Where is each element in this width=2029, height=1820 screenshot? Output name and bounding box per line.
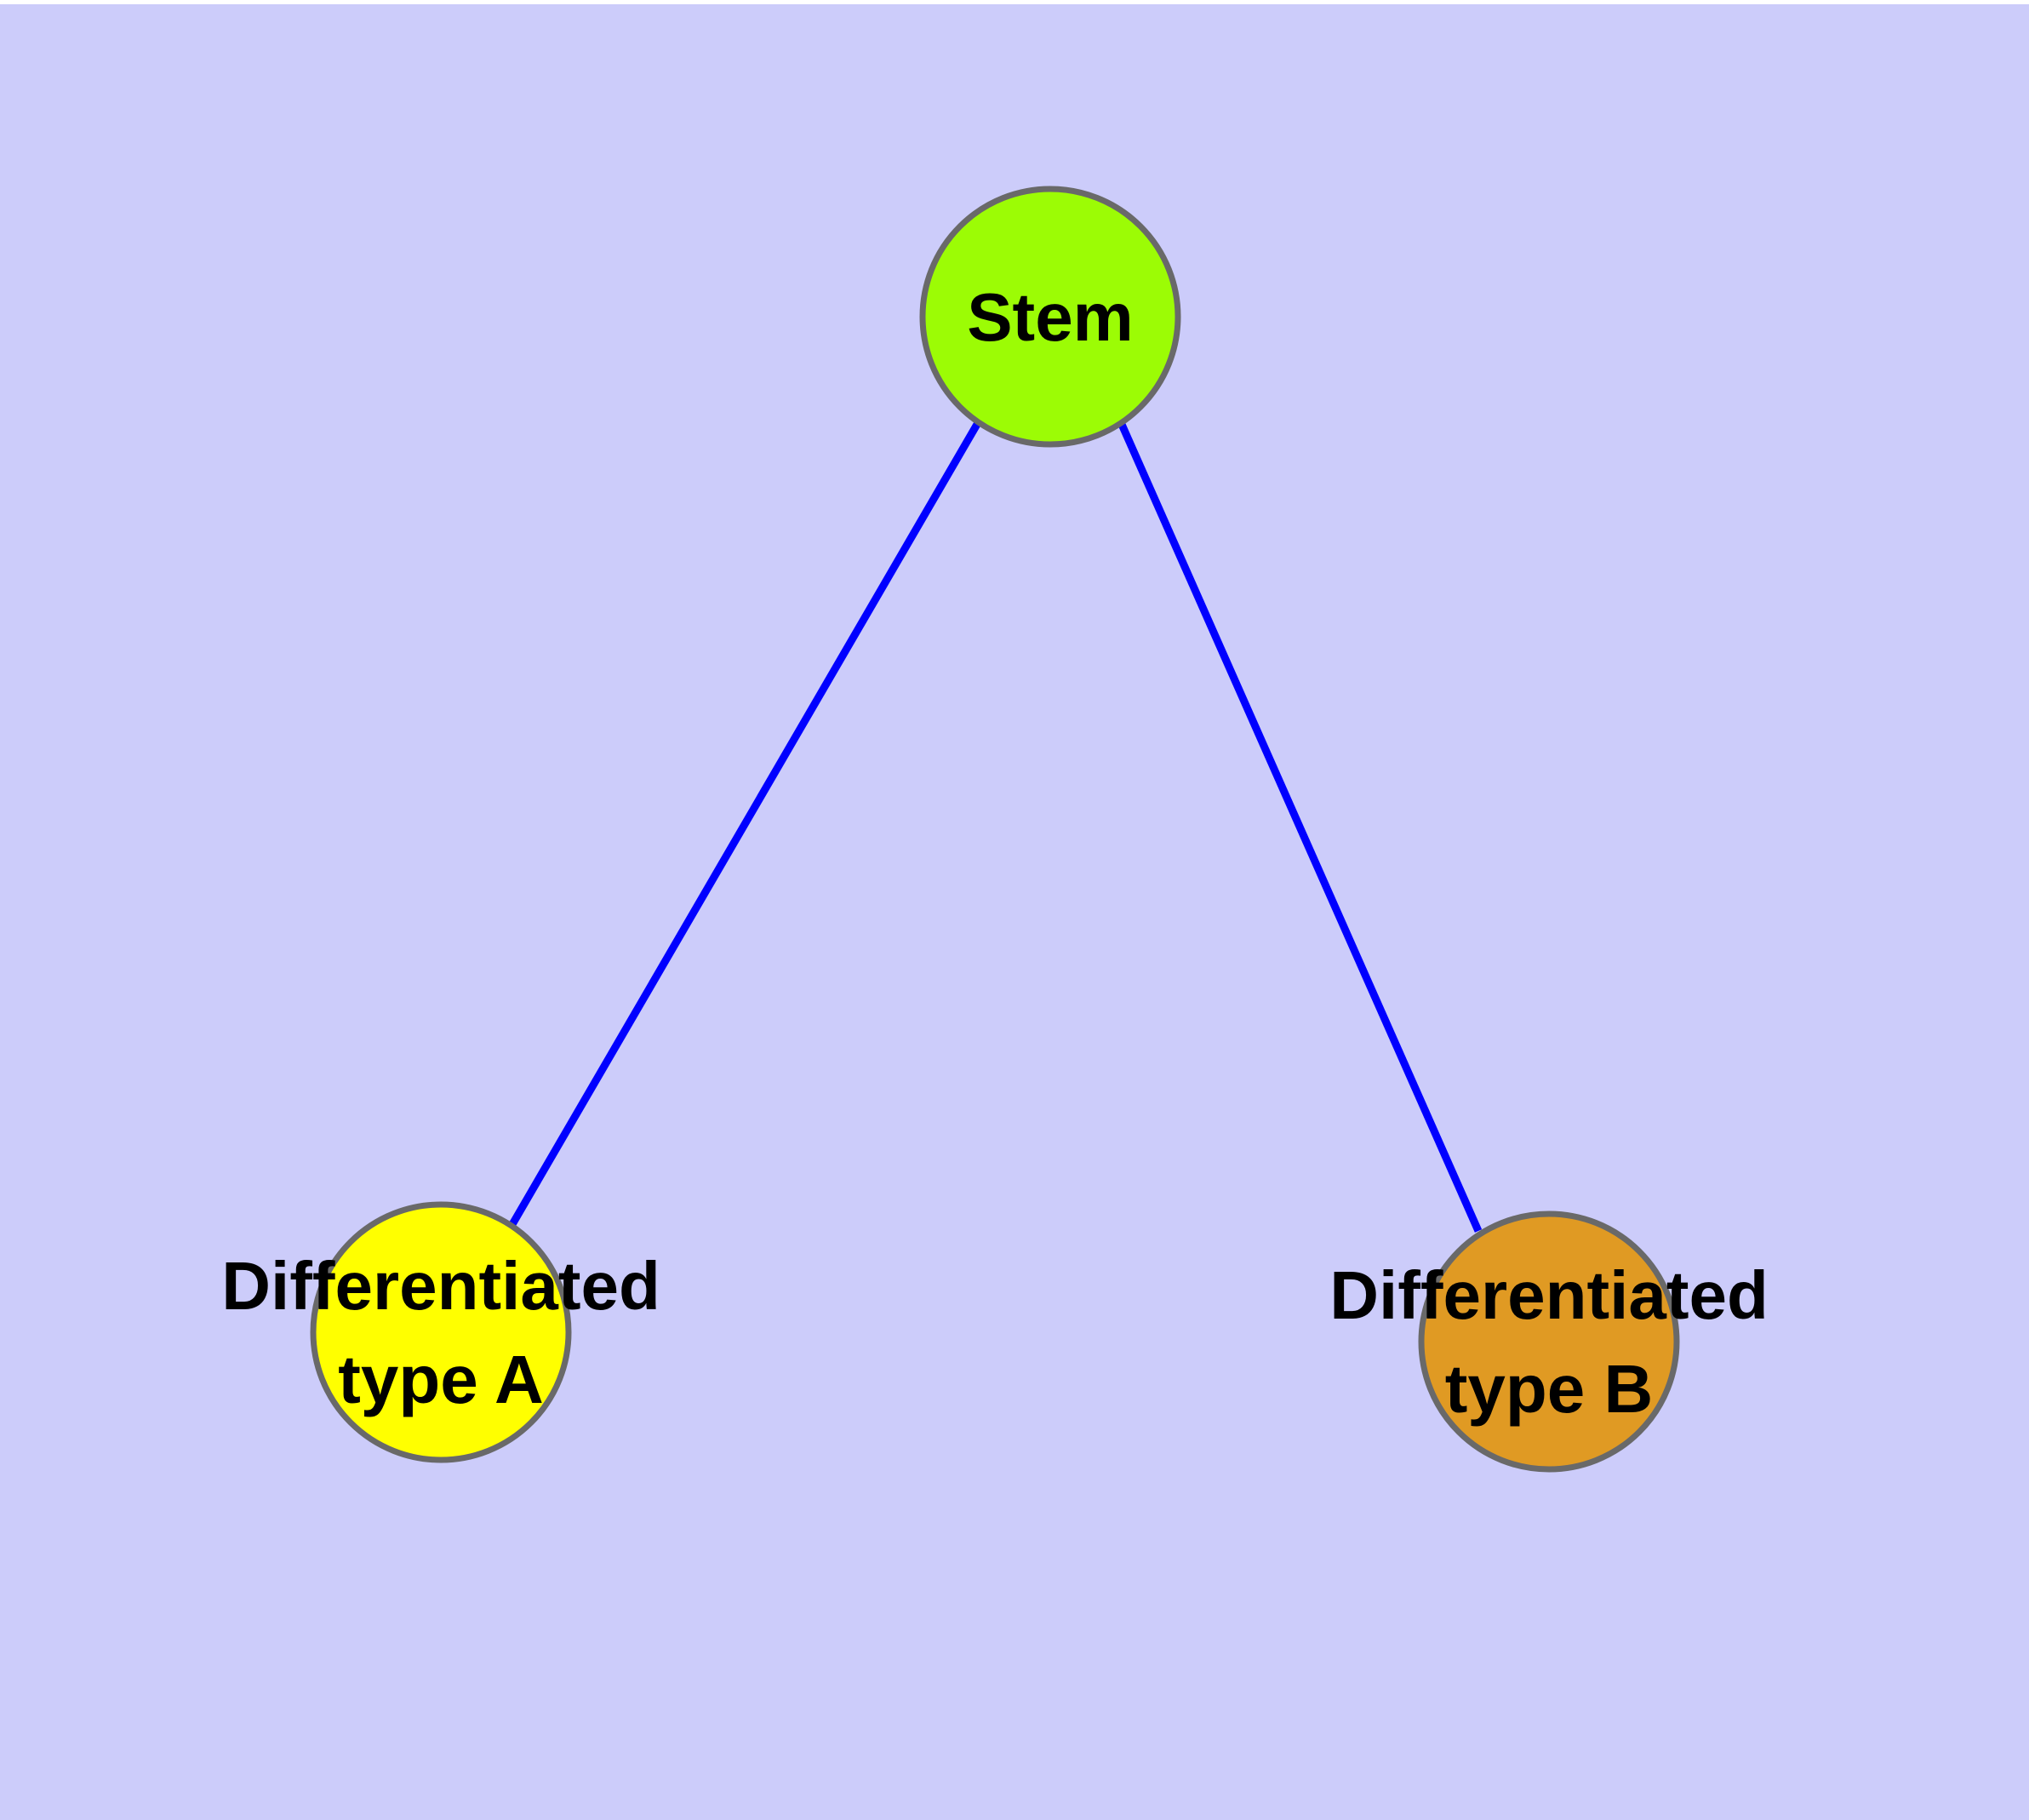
edges-layer xyxy=(508,419,1483,1233)
nodes-layer xyxy=(310,186,1680,1473)
node-label-line: Differentiated xyxy=(221,1248,660,1324)
node-label-line: Differentiated xyxy=(1329,1257,1769,1333)
edge-stem-to-differentiated-a[interactable] xyxy=(508,419,982,1228)
node-differentiated-type-b-label: Differentiated type B xyxy=(1329,1257,1769,1427)
node-label-line: Stem xyxy=(967,279,1134,355)
node-differentiated-type-a-label: Differentiated type A xyxy=(221,1248,660,1417)
node-differentiated-type-a-circle[interactable] xyxy=(310,1201,572,1463)
node-stem[interactable] xyxy=(919,186,1181,448)
edge-stem-to-differentiated-b[interactable] xyxy=(1116,419,1483,1233)
node-stem-label: Stem xyxy=(967,279,1134,355)
node-differentiated-type-b-circle[interactable] xyxy=(1418,1210,1680,1473)
node-stem-circle[interactable] xyxy=(919,186,1181,448)
node-differentiated-type-a[interactable] xyxy=(310,1201,572,1463)
labels-layer: Stem Differentiated type A Differentiated… xyxy=(221,279,1769,1427)
node-label-line: type B xyxy=(1445,1351,1654,1427)
node-differentiated-type-b[interactable] xyxy=(1418,1210,1680,1473)
node-label-line: type A xyxy=(338,1342,544,1417)
